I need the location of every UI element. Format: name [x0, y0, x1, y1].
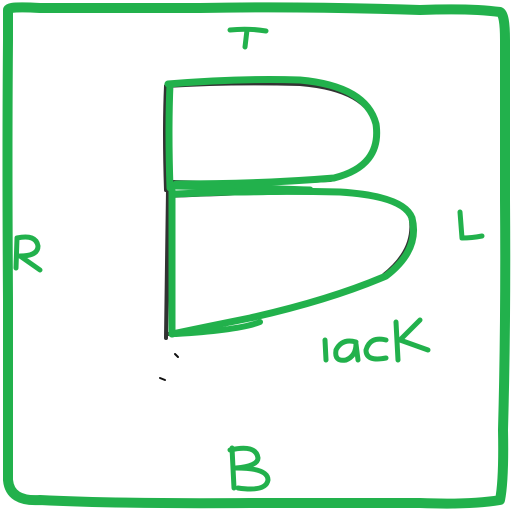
- label-top-t: [227, 26, 269, 50]
- label-left-r: [13, 234, 43, 273]
- corner-scribble: [11, 4, 151, 9]
- scratch-marks: [159, 353, 179, 381]
- label-back: [322, 317, 431, 363]
- big-letter-b: [164, 76, 417, 338]
- label-right-l: [457, 209, 485, 241]
- label-bottom-b: [227, 445, 271, 492]
